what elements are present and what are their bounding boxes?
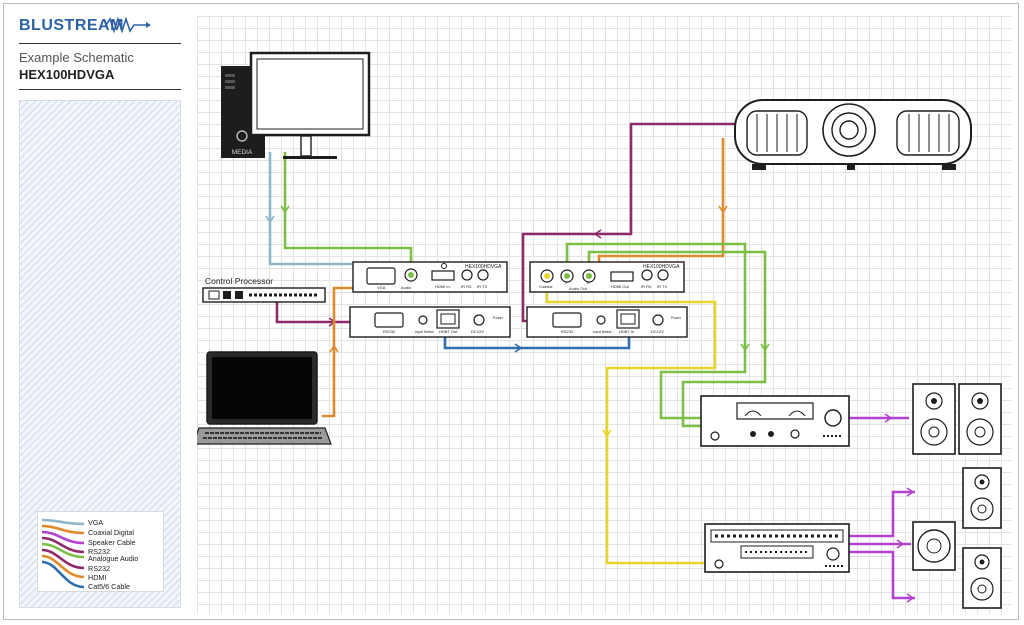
arrow-coax (602, 429, 612, 438)
cable-speaker-top (849, 490, 915, 538)
cable-legend: VGA Coaxial Digital Speaker Cable RS232 … (37, 511, 164, 592)
tx-label-power: Power (493, 316, 504, 320)
arrow-speaker-sub (896, 539, 905, 549)
speaker-icon (912, 383, 956, 455)
legend-label-speaker: Speaker Cable (88, 538, 136, 547)
tx-label-input-select: Input Select (415, 330, 434, 334)
subwoofer-icon (912, 521, 956, 571)
arrow-speaker-amp (884, 413, 893, 423)
diagram-canvas: MEDIA Control Processor (192, 16, 1012, 614)
cable-pc-audio (283, 152, 413, 271)
brand-logo: BLUSTREAM (19, 17, 124, 34)
rx-label-input-select: Input Select (593, 330, 612, 334)
control-processor-label: Control Processor (205, 276, 273, 286)
header-rule-bottom (19, 89, 181, 90)
arrow-audio-right (760, 343, 770, 352)
rx-label-hdbt-in: HDBT In (619, 329, 634, 334)
tx-label-rs232: RS232 (383, 329, 396, 334)
transmitter-name: HEX100HDVGA (465, 264, 502, 270)
projector-icon (734, 99, 972, 170)
arrow-speaker-bottom (906, 593, 915, 603)
transmitter-unit: HEX100HDVGA VGA Audio HDMI In IR RX IR T… (352, 261, 508, 293)
cable-audio-right (587, 250, 767, 428)
cable-speaker-bottom (849, 550, 915, 600)
tx-label-ir-tx: IR TX (477, 284, 487, 289)
arrow-speaker-top (906, 487, 915, 497)
pc-media-label: MEDIA (232, 149, 253, 156)
arrow-hdbt (514, 343, 523, 353)
legend-label-vga: VGA (88, 518, 104, 527)
rx-label-rs232: RS232 (561, 329, 574, 334)
legend-swatches (41, 518, 85, 589)
cable-hdmi-laptop (322, 278, 441, 418)
receiver-rear: RS232 Input Select HDBT In DC12V Power (526, 306, 688, 338)
speaker-icon (962, 467, 1002, 529)
rx-label-r: R (587, 280, 590, 285)
sidebar: BLUSTREAM Example Schematic HEX100HDVGA … (4, 4, 192, 619)
arrow-hdmi-laptop (329, 344, 339, 353)
monitor-icon (249, 51, 371, 159)
rx-label-audio-out: Audio Out (569, 286, 588, 291)
rx-label-l: L (565, 280, 568, 285)
rx-label-dc12v: DC12V (651, 329, 664, 334)
arrow-rs232-projector (593, 229, 602, 239)
tx-label-ir-rx: IR RX (461, 284, 472, 289)
laptop-icon (192, 351, 332, 445)
cable-hdmi-projector (597, 138, 725, 274)
legend-label-analogue: Analogue Audio (88, 554, 139, 563)
model-name: HEX100HDVGA (19, 67, 115, 82)
arrow-pc-audio (280, 205, 290, 214)
transmitter-rear: RS232 Input Select HDBT Out DC12V Power (349, 306, 511, 338)
arrow-audio-left (740, 343, 750, 352)
legend-swatch-vga (41, 518, 85, 526)
logo-wave-icon (106, 17, 151, 33)
legend-swatch-rs232-b (41, 548, 85, 570)
cable-rs232-control (275, 300, 379, 324)
control-processor-icon (202, 287, 326, 303)
stereo-amplifier-icon (700, 395, 850, 447)
cable-audio-left (565, 242, 747, 420)
tx-label-vga: VGA (377, 285, 386, 290)
tx-label-dc12v: DC12V (471, 329, 484, 334)
legend-swatch-speaker (41, 530, 85, 545)
arrow-hdmi-projector (718, 205, 728, 214)
legend-label-rs232-b: RS232 (88, 564, 110, 573)
legend-label-coaxial: Coaxial Digital (88, 528, 134, 537)
rx-label-ir-tx: IR TX (657, 284, 667, 289)
legend-label-hdmi: HDMI (88, 573, 107, 582)
rx-label-coaxial: Coaxial (539, 284, 552, 289)
rx-label-power: Power (671, 316, 682, 320)
cable-vga (268, 152, 357, 266)
schematic-frame: BLUSTREAM Example Schematic HEX100HDVGA … (3, 3, 1019, 620)
speaker-icon (962, 547, 1002, 609)
header-rule-top (19, 43, 181, 44)
schematic-subtitle: Example Schematic (19, 50, 134, 65)
legend-label-cat: Cat5/6 Cable (88, 582, 130, 591)
cable-coax (545, 291, 717, 565)
legend-label-rs232-a: RS232 (88, 547, 110, 556)
tx-label-audio: Audio (401, 285, 412, 290)
rx-label-ir-rx: IR RX (641, 284, 652, 289)
speaker-icon (958, 383, 1002, 455)
av-receiver-icon (704, 523, 850, 573)
arrow-vga (265, 215, 275, 224)
receiver-name: HEX100HDVGA (643, 264, 680, 270)
legend-swatch-cat (41, 560, 85, 589)
tx-label-hdbt-out: HDBT Out (439, 329, 458, 334)
receiver-unit: HEX100HDVGA Coaxial L R Audio Out HDMI O… (529, 261, 685, 293)
legend-swatch-analogue (41, 542, 85, 559)
tx-label-hdmi-in: HDMI In (435, 284, 450, 289)
legend-swatch-coaxial (41, 524, 85, 535)
rx-label-hdmi-out: HDMI Out (611, 284, 630, 289)
legend-swatch-rs232-a (41, 536, 85, 554)
legend-swatch-hdmi (41, 554, 85, 579)
schematic-drawing: MEDIA Control Processor (192, 51, 1002, 609)
